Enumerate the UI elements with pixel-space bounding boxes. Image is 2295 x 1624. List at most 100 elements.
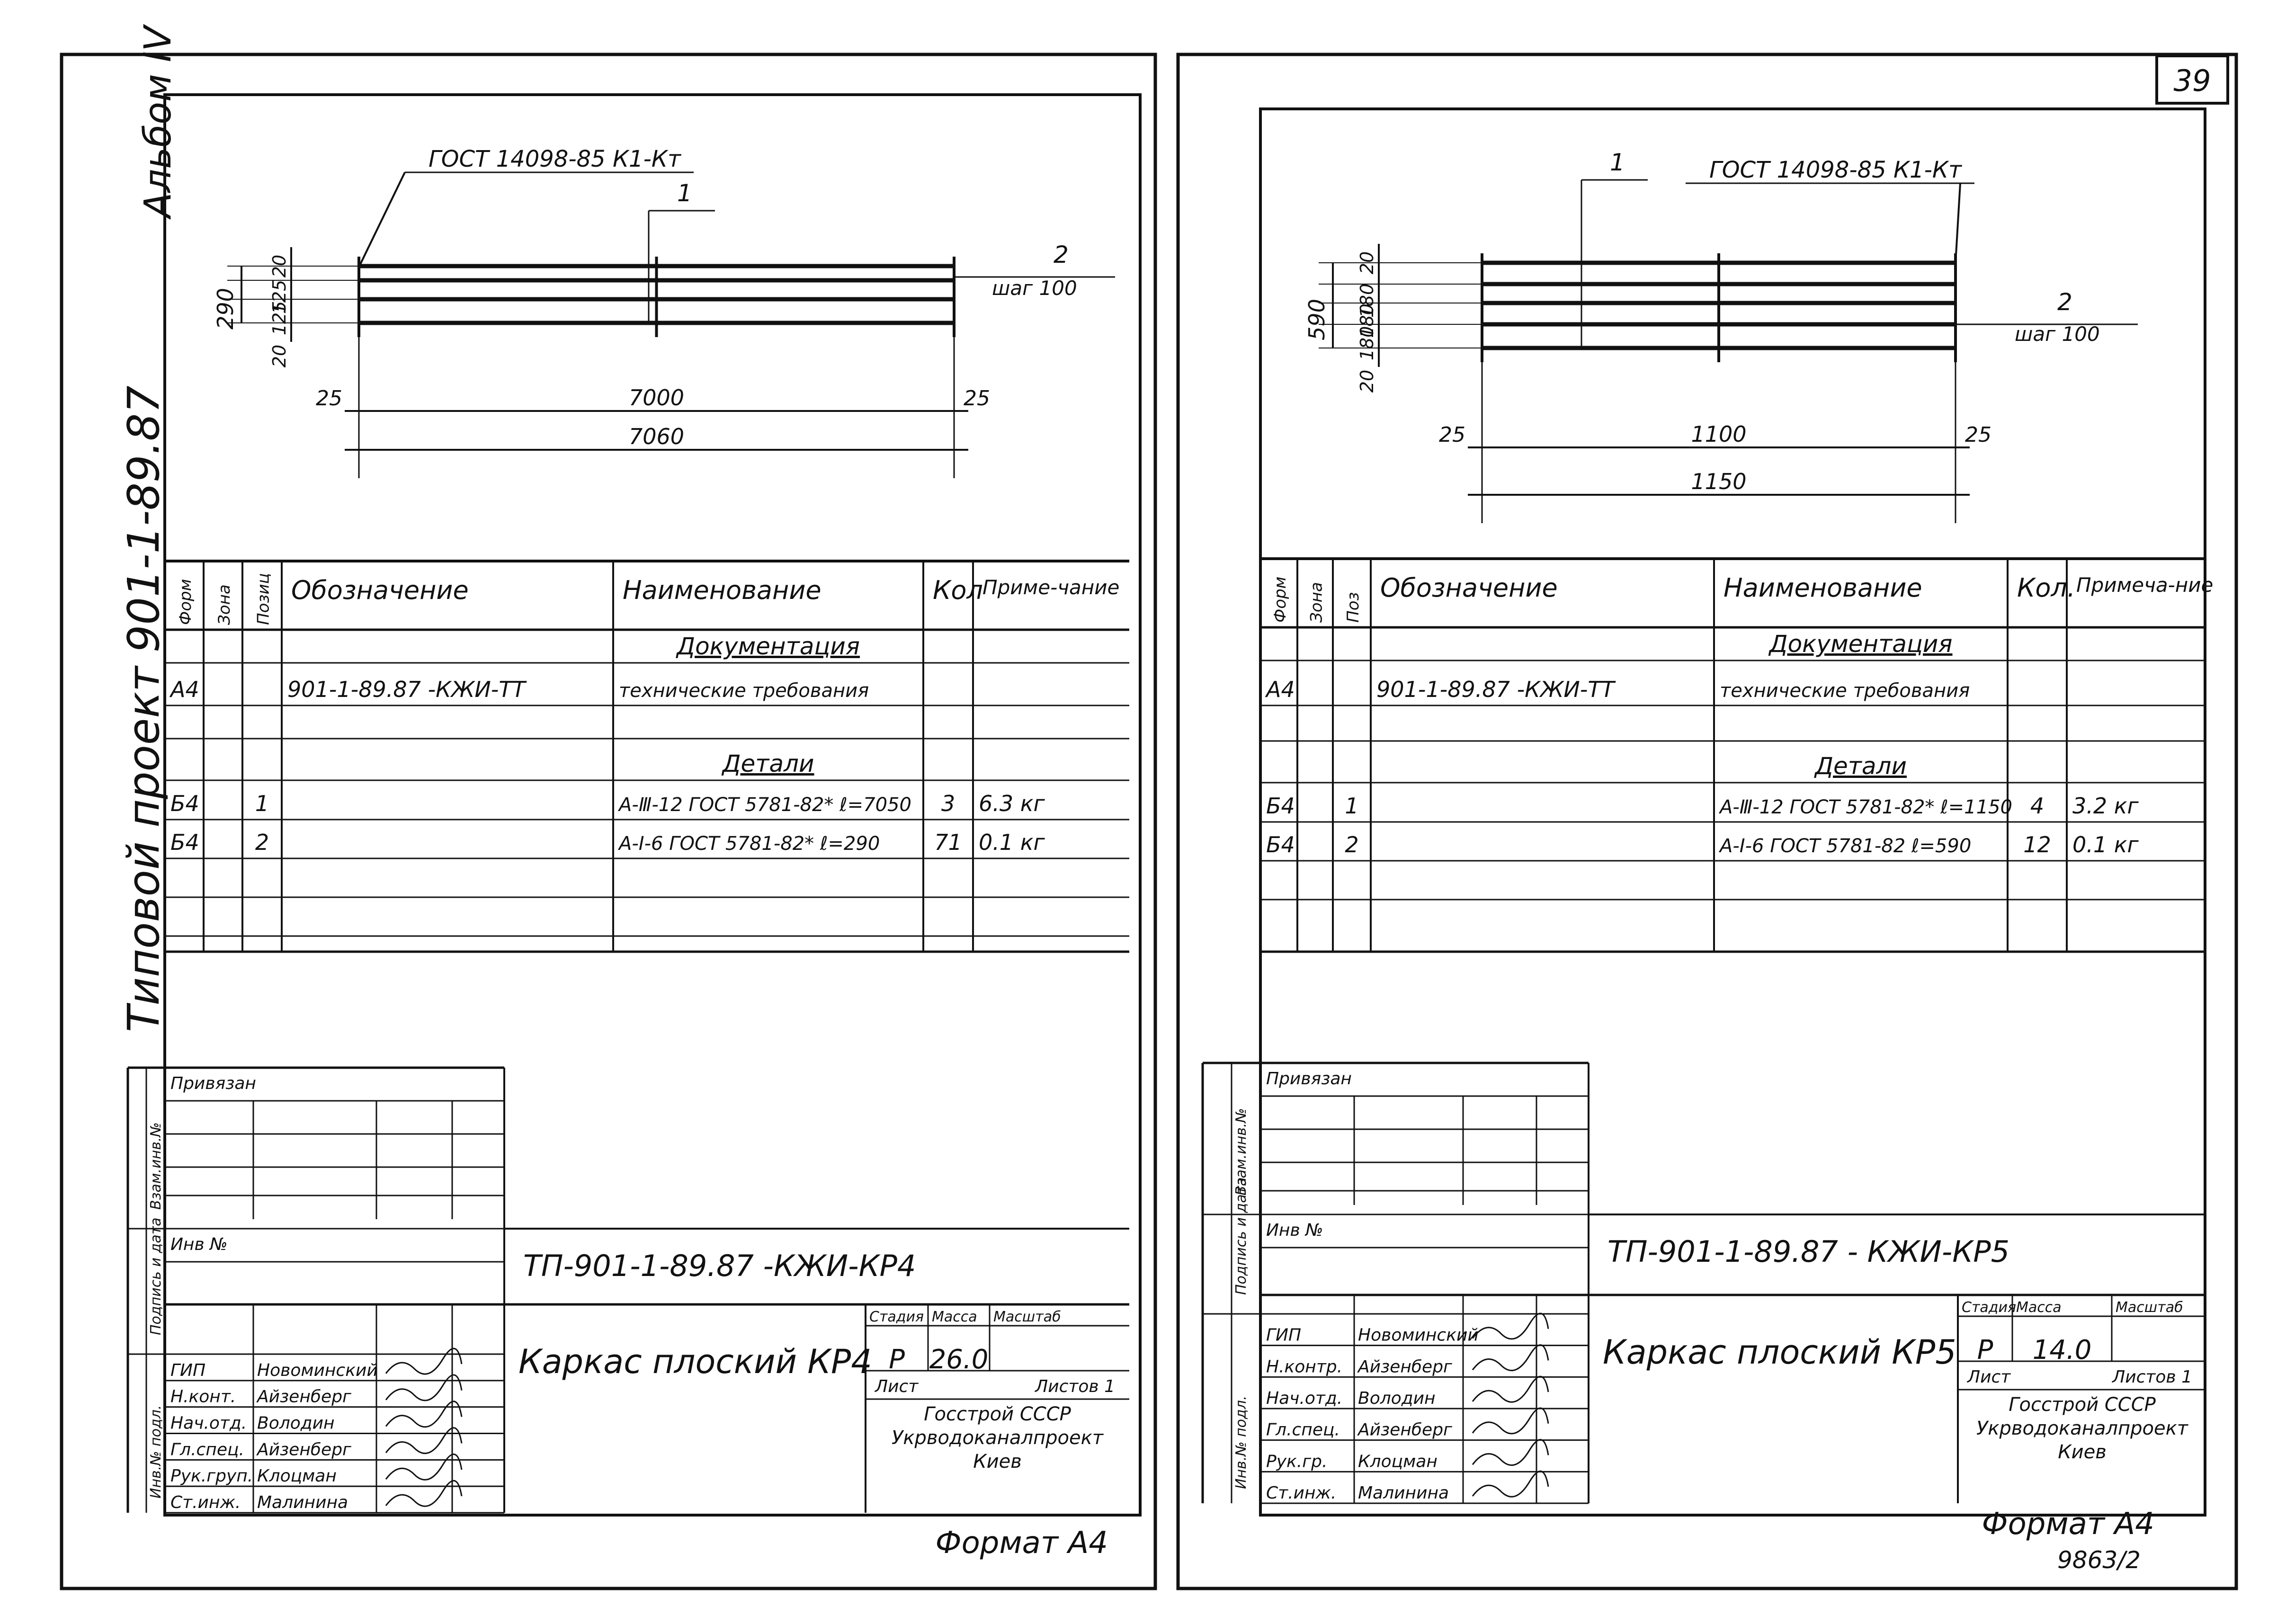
role-label: Н.конт. [170,1387,236,1407]
signature [385,1427,463,1454]
dimension-part-label: 20 [1357,370,1377,393]
role-name: Клоцман [1358,1452,1438,1471]
organization-line: Укрводоканалпроект [892,1427,1104,1449]
bottom-code: 9863/2 [2057,1546,2141,1574]
dimension-total-label: 1150 [1691,469,1746,494]
drawing-title: Каркас плоский КР4 [518,1342,872,1381]
role-label: Нач.отд. [170,1414,247,1433]
organization-line: Киев [2058,1441,2107,1463]
position-2-label: 2 [2057,288,2072,316]
dimension-part-label: 125 [269,280,290,314]
table-cell: А4 [1265,677,1295,702]
table-cell: 2 [255,830,269,855]
table-cell: технические требования [619,680,869,702]
position-1-label: 1 [677,179,692,207]
table-cell: Документация [676,633,860,660]
table-cell: Б4 [170,830,199,855]
table-cell: Б4 [1266,793,1295,819]
table-cell: 12 [2023,832,2051,857]
position-2-label: 2 [1054,241,1069,268]
position-1-label: 1 [1610,149,1625,176]
dimension-end-left: 25 [316,386,342,410]
dimension-part-label: 20 [269,345,290,367]
dimension-end-left: 25 [1439,423,1465,447]
table-header-cell: Зона [215,584,234,625]
table-cell: А-Ⅰ-6 ГОСТ 5781-82* ℓ=290 [617,833,880,855]
stamp-side-label: Подпись и дата [148,1218,164,1336]
table-cell: Б4 [1266,832,1295,857]
scale-header: Масштаб [993,1309,1061,1325]
role-label: Рук.гр. [1266,1452,1327,1471]
signature [385,1374,463,1401]
stamp-side-label: Подпись и дата [1233,1178,1250,1295]
drawing-title: Каркас плоский КР5 [1603,1333,1956,1372]
dimension-end-right: 25 [964,386,990,410]
table-cell: 3.2 кг [2072,793,2139,819]
organization-line: Киев [973,1451,1022,1472]
organization-line: Укрводоканалпроект [1976,1418,2189,1439]
table-header-cell: Форм [176,579,195,625]
role-name: Малинина [257,1493,348,1512]
table-cell: 1 [1345,793,1358,819]
table-cell: 71 [934,830,962,855]
signature [385,1401,463,1428]
role-name: Айзенберг [1357,1357,1453,1376]
table-cell: 6.3 кг [979,791,1045,816]
table-cell: 4 [2030,793,2044,819]
stage-header: Стадия [1962,1299,2016,1316]
dimension-height-label: 590 [1304,299,1330,340]
table-cell: 3 [941,791,955,816]
dimension-part-label: 180 [1357,303,1377,338]
role-name: Айзенберг [256,1387,352,1407]
table-header-cell: Позиц [254,573,273,625]
stage-header: Стадия [869,1309,924,1325]
table-cell: технические требования [1720,680,1970,702]
dimension-part-label: 180 [1357,326,1377,361]
table-header-cell: Приме-чание [982,576,1119,599]
page-number-box [2155,54,2229,105]
mass-value: 14.0 [2033,1335,2092,1365]
sheet-label: Лист [874,1377,919,1396]
dimension-part-label: 20 [1357,251,1377,274]
mass-header: Масса [2016,1299,2062,1316]
table-cell: Детали [721,750,814,777]
signature [1472,1439,1549,1466]
role-label: Ст.инж. [170,1493,241,1512]
role-name: Новоминский [257,1361,378,1380]
table-header-cell: Обозначение [1380,573,1558,603]
role-name: Малинина [1358,1483,1449,1503]
dimension-part-label: 20 [269,255,290,277]
bound-label: Привязан [1266,1069,1352,1089]
role-name: Володин [1358,1389,1436,1408]
signature [385,1454,463,1481]
gost-label: ГОСТ 14098-85 К1-Кт [429,146,682,172]
inner-frame [163,93,1142,1517]
dimension-inner-label: 7000 [629,385,684,410]
step-label: шаг 100 [992,277,1077,300]
role-label: Ст.инж. [1266,1483,1336,1503]
drawing-code: ТП-901-1-89.87 -КЖИ-КР4 [523,1249,916,1283]
signature [385,1347,463,1375]
table-cell: 901-1-89.87 -КЖИ-ТТ [287,677,527,702]
dimension-end-right: 25 [1965,423,1991,447]
stamp-side-label: Взам.инв.№ [148,1122,164,1210]
role-name: Володин [257,1414,335,1433]
bound-label: Привязан [170,1074,256,1093]
signature [1472,1376,1549,1403]
sheets-total: Листов 1 [1034,1377,1115,1396]
role-label: Н.контр. [1266,1357,1342,1376]
album-label: Альбом IV [137,24,179,220]
organization-line: Госстрой СССР [2009,1394,2156,1416]
sheets-total: Листов 1 [2111,1367,2192,1387]
table-header-cell: Поз [1344,592,1363,623]
role-name: Айзенберг [1357,1420,1453,1440]
table-cell: 901-1-89.87 -КЖИ-ТТ [1376,677,1616,702]
